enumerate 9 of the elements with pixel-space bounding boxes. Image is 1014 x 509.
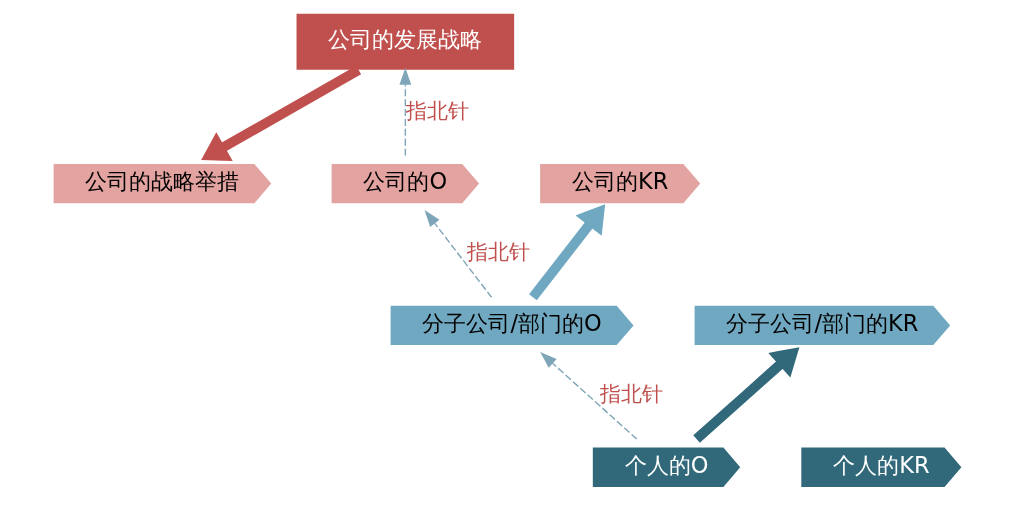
arrow [528, 204, 605, 301]
edge-label: 指北针 [599, 381, 663, 407]
edge-label: 指北针 [466, 239, 530, 265]
arrow [692, 347, 799, 443]
node-box: 公司的发展战略 [296, 13, 514, 70]
edge-label: 指北针 [405, 97, 469, 123]
arrow [424, 210, 492, 298]
arrow [398, 67, 411, 157]
arrow [539, 352, 637, 440]
